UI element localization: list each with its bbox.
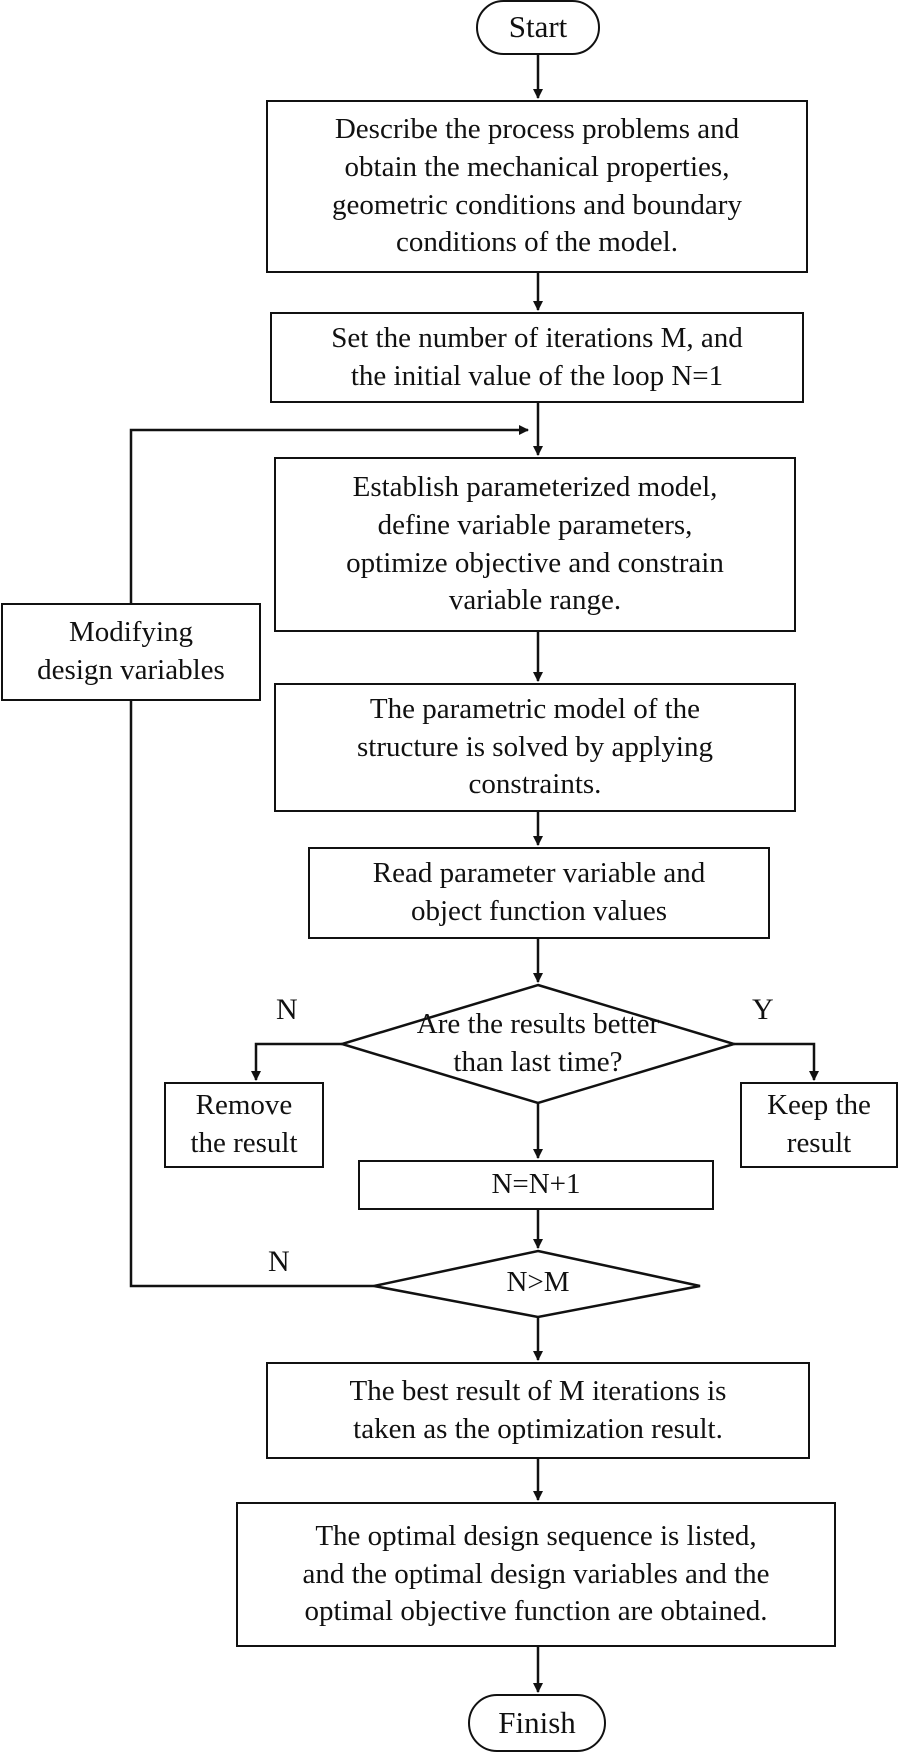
decision-better-diamond — [337, 983, 739, 1105]
describe-process-box: Describe the process problems and obtain… — [266, 100, 808, 273]
parametric-model-box: The parametric model of the structure is… — [274, 683, 796, 812]
modifying-design-variables-box: Modifying design variables — [1, 603, 261, 701]
arrow-modify-loop — [129, 425, 529, 603]
arrow-nm-modify — [126, 673, 374, 1288]
read-values-box: Read parameter variable and object funct… — [308, 847, 770, 939]
increment-box: N=N+1 — [358, 1160, 714, 1210]
start-terminal: Start — [476, 0, 600, 55]
set-iterations-box: Set the number of iterations M, and the … — [270, 312, 804, 403]
arrow-decision-remove — [251, 1042, 342, 1081]
arrow-decision-keep — [734, 1042, 819, 1081]
remove-result-box: Remove the result — [164, 1082, 324, 1168]
keep-result-box: Keep the result — [740, 1082, 898, 1168]
label-no-left: N — [276, 993, 298, 1026]
establish-model-box: Establish parameterized model, define va… — [274, 457, 796, 632]
label-no-loop: N — [268, 1245, 290, 1278]
optimal-design-box: The optimal design sequence is listed, a… — [236, 1502, 836, 1647]
finish-terminal: Finish — [468, 1694, 606, 1752]
label-yes-right: Y — [752, 993, 774, 1026]
decision-nm-text: N>M — [506, 1266, 570, 1299]
best-result-box: The best result of M iterations is taken… — [266, 1362, 810, 1459]
decision-nm-diamond — [373, 1249, 701, 1319]
decision-better-text: Are the results better than last time? — [416, 1008, 660, 1078]
